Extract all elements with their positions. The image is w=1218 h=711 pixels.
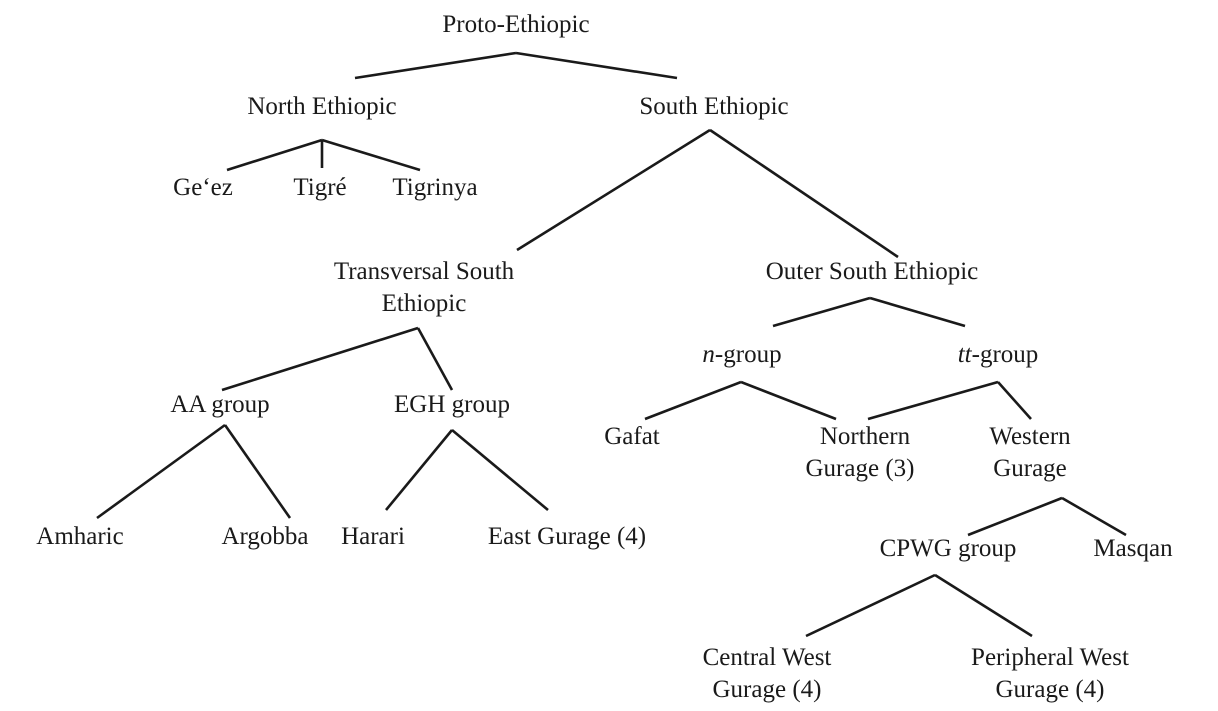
- node-south-ethiopic: South Ethiopic: [639, 93, 789, 120]
- node-gafat: Gafat: [604, 423, 660, 450]
- edge: [867, 380, 999, 421]
- node-east-gurage: East Gurage (4): [487, 523, 647, 550]
- node-line: Gurage: [993, 455, 1067, 482]
- edge: [416, 327, 454, 391]
- node-proto-ethiopic: Proto-Ethiopic: [442, 11, 590, 38]
- edge: [772, 296, 871, 328]
- node-line: Central West: [702, 644, 832, 671]
- node-tigrinya: Tigrinya: [392, 174, 478, 201]
- node-line: Gurage (4): [995, 676, 1105, 703]
- node-masqan: Masqan: [1093, 535, 1173, 562]
- node-n-group: n-group: [702, 339, 781, 371]
- node-line: Western: [989, 423, 1071, 450]
- node-argobba: Argobba: [221, 523, 309, 550]
- edge: [805, 573, 936, 638]
- edge: [384, 429, 454, 511]
- node-northern-gurage: Northern Gurage (3): [806, 421, 915, 485]
- edge: [709, 128, 899, 259]
- node-peripheral-west-gurage: Peripheral West Gurage (4): [971, 642, 1129, 706]
- edge: [226, 138, 323, 172]
- node-aa-group: AA group: [170, 391, 270, 418]
- node-line: Northern: [819, 423, 911, 450]
- node-egh-group: EGH group: [394, 391, 510, 418]
- node-line: Gurage (4): [712, 676, 822, 703]
- node-tigre: Tigré: [293, 174, 347, 201]
- node-line: Transversal South: [333, 258, 515, 285]
- node-cpwg-group: CPWG group: [879, 535, 1017, 562]
- node-geez: Ge‘ez: [173, 174, 233, 201]
- node-harari: Harari: [341, 523, 405, 550]
- node-italic: tt: [957, 341, 972, 368]
- edge: [321, 138, 421, 172]
- edge: [96, 423, 226, 520]
- edge: [740, 380, 837, 421]
- edge: [451, 429, 549, 511]
- node-north-ethiopic: North Ethiopic: [247, 93, 397, 120]
- edge: [221, 326, 419, 392]
- edge: [869, 296, 966, 328]
- edge: [516, 128, 711, 252]
- node-tt-group: tt-group: [958, 339, 1039, 371]
- node-line: Peripheral West: [971, 644, 1129, 671]
- edge: [1061, 496, 1127, 537]
- edge: [354, 51, 517, 80]
- node-italic: n: [702, 341, 715, 368]
- node-text: -group: [971, 341, 1039, 368]
- node-transversal-south-ethiopic: Transversal South Ethiopic: [334, 256, 514, 320]
- edge: [934, 573, 1033, 638]
- node-western-gurage: Western Gurage: [989, 421, 1070, 485]
- node-line: Gurage (3): [805, 455, 915, 482]
- node-line: Ethiopic: [381, 290, 467, 317]
- node-text: -group: [714, 341, 782, 368]
- edge: [997, 381, 1032, 420]
- edge: [515, 51, 678, 80]
- node-central-west-gurage: Central West Gurage (4): [703, 642, 832, 706]
- edge: [223, 424, 292, 519]
- node-amharic: Amharic: [36, 523, 124, 550]
- node-outer-south-ethiopic: Outer South Ethiopic: [765, 258, 979, 285]
- edge: [644, 380, 742, 421]
- edge: [967, 496, 1063, 537]
